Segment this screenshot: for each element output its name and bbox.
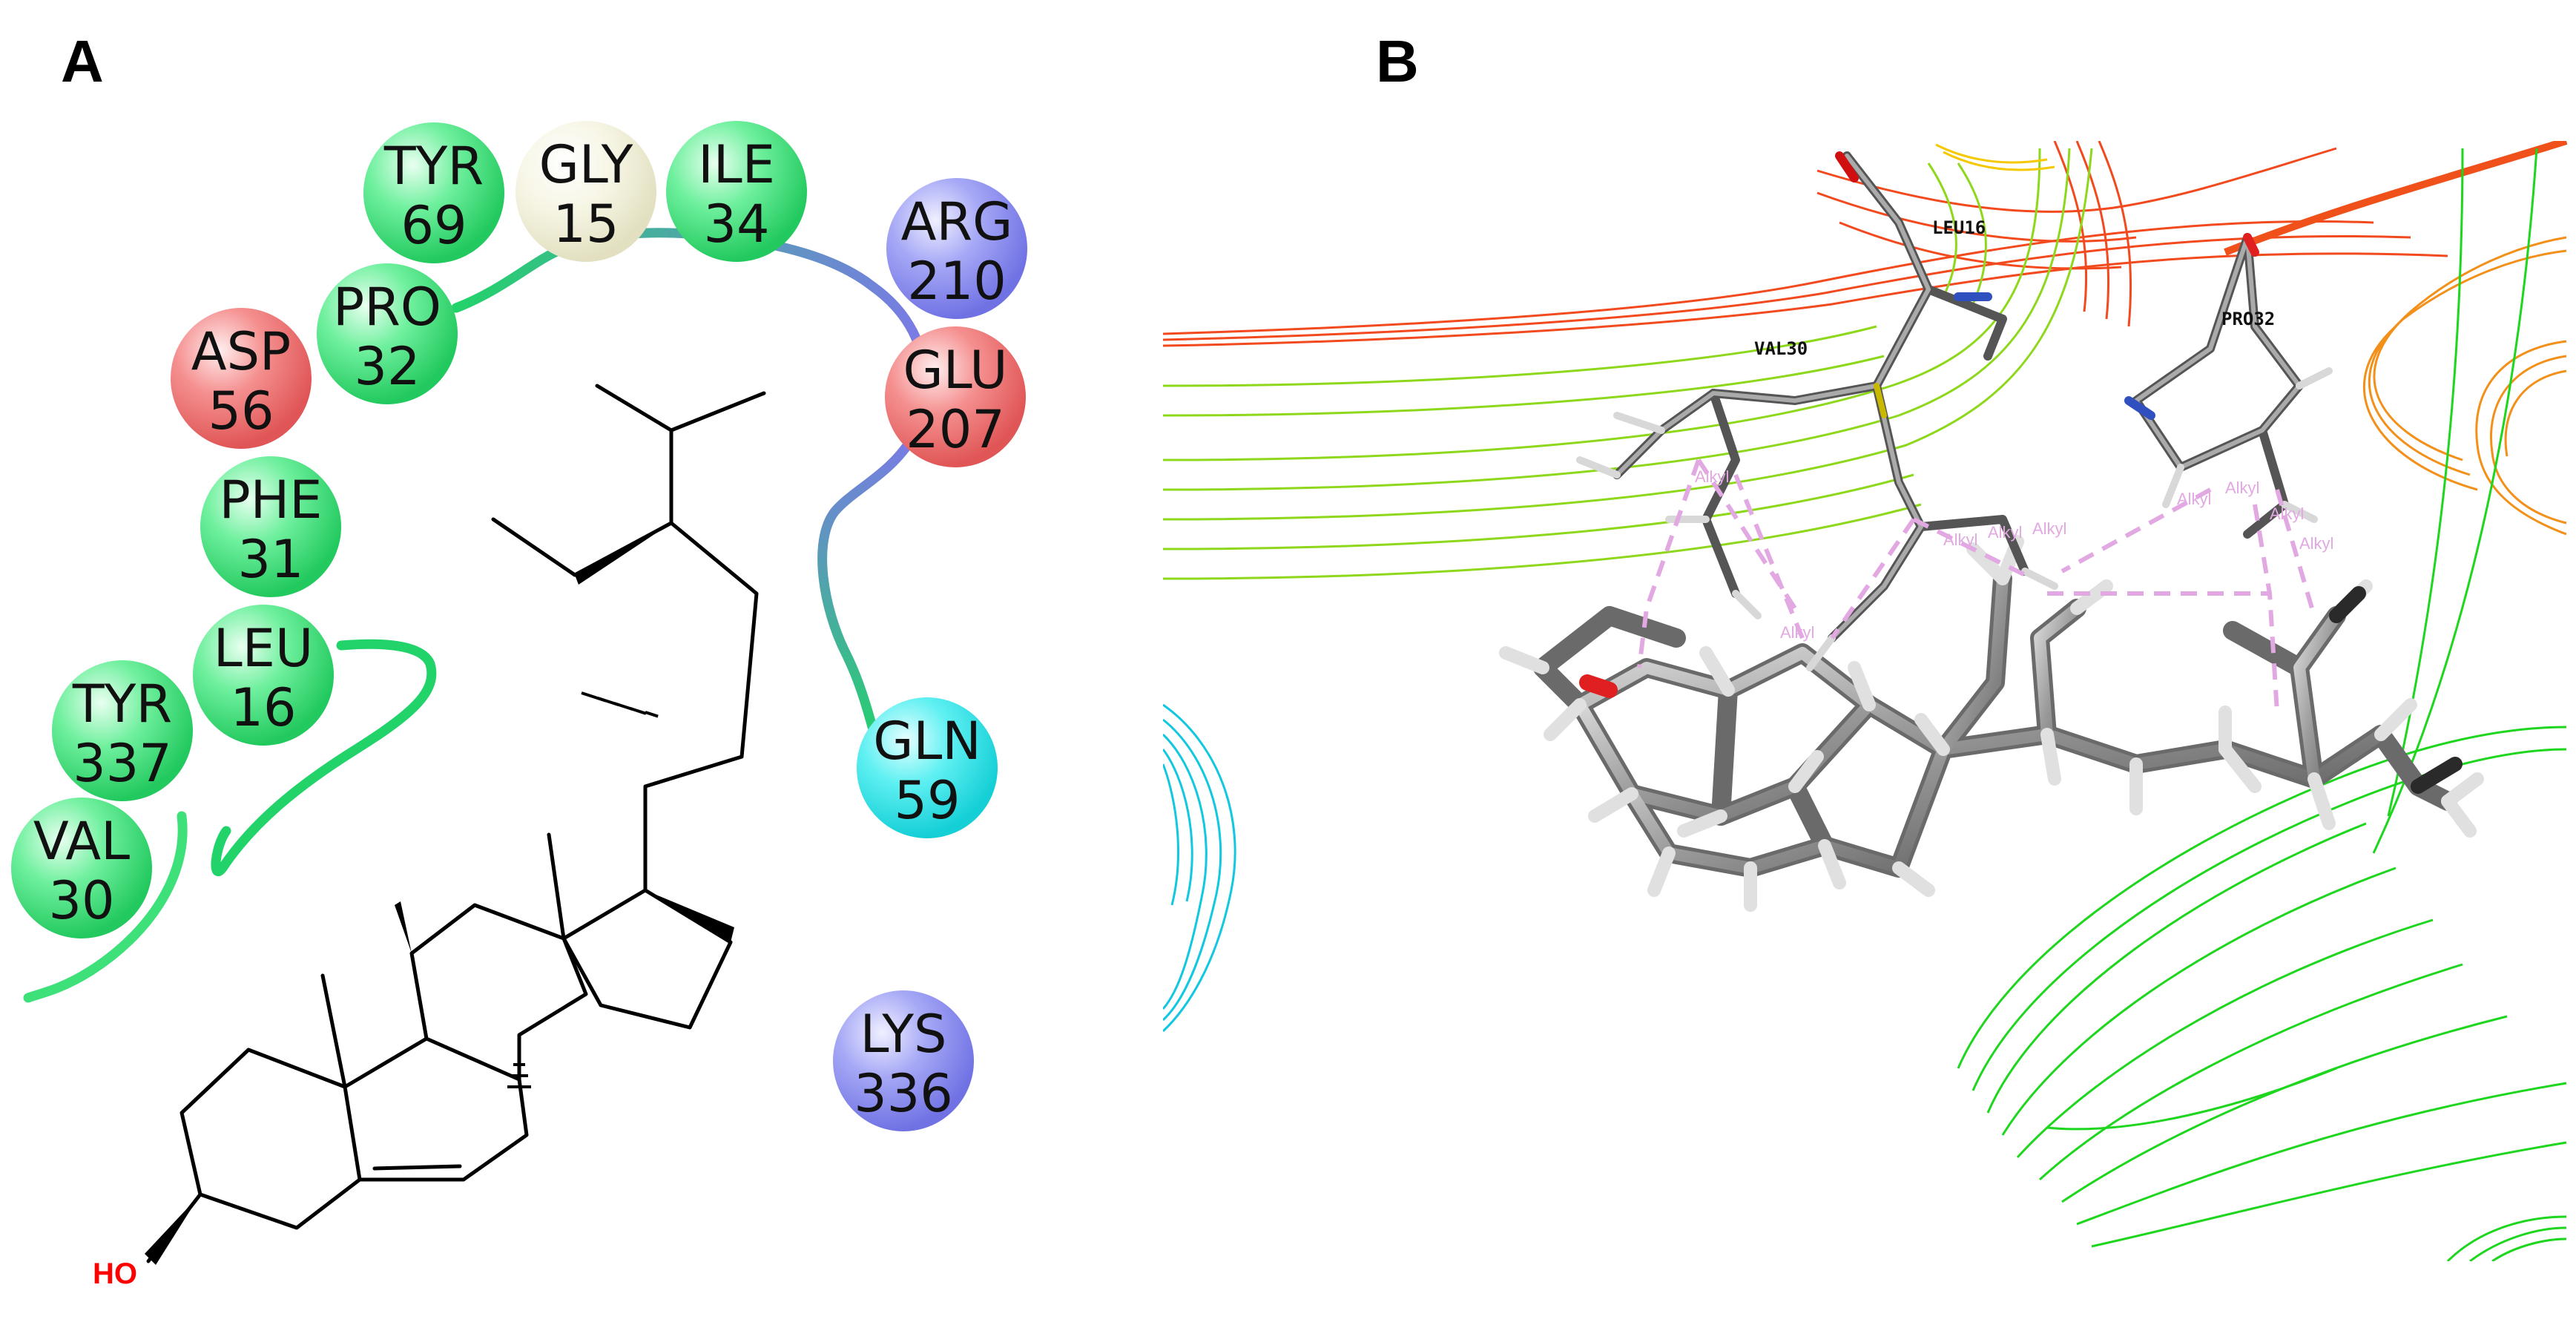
residue-number: 31 [237, 529, 303, 590]
residue-circle [857, 697, 998, 838]
alkyl-interactions [1637, 458, 2316, 713]
residue-name: TYR [383, 136, 484, 197]
residue-number: 210 [907, 251, 1007, 312]
residue-name: PRO [333, 277, 441, 338]
alkyl-label: Alkyl [1943, 530, 1977, 549]
panel-b: B [1163, 28, 2567, 1261]
alkyl-label: Alkyl [2225, 479, 2259, 497]
ho-label: HO [93, 1257, 137, 1290]
residue-number: 30 [48, 870, 114, 931]
pocket-curve-right [817, 433, 918, 754]
residue-name: ARG [901, 191, 1013, 252]
hydroxyl-oxygen [1579, 674, 1618, 698]
residue-circle [11, 798, 152, 938]
stereo-wedges [145, 523, 734, 1265]
residue-pro32: PRO32 [317, 263, 458, 404]
pocket-outline [23, 228, 929, 1003]
protein-sticks [1576, 151, 2333, 671]
residue-circle [193, 605, 334, 746]
residue-val30: VAL30 [11, 798, 152, 938]
residue-number: 337 [73, 733, 172, 794]
residue-number: 59 [894, 770, 960, 831]
residue-circle [171, 308, 312, 449]
alkyl-label: Alkyl [2270, 504, 2304, 523]
residue-name: GLY [539, 134, 633, 195]
residue-circle [886, 178, 1027, 319]
residue-number: 336 [854, 1063, 953, 1124]
residue-name: GLU [903, 340, 1008, 401]
residue-name: GLN [873, 711, 981, 772]
pocket-curve-top [451, 228, 929, 391]
label-leu16: LEU16 [1932, 217, 1986, 238]
alkyl-label: Alkyl [2177, 490, 2211, 508]
residue-name: ILE [698, 134, 775, 195]
pocket-curve-bottom-left [23, 811, 188, 1003]
pocket-curve-left [211, 639, 437, 877]
stereo-hash [507, 691, 659, 1088]
contour-green [1957, 148, 2567, 1261]
residue-circle [885, 326, 1026, 467]
residue-circle [52, 660, 193, 801]
contour-red [1163, 141, 2448, 347]
alkyl-label: Alkyl [2032, 519, 2066, 538]
residue-number: 16 [230, 677, 296, 738]
residue-number: 15 [553, 194, 619, 254]
residue-leu16: LEU16 [193, 605, 334, 746]
panel-b-letter: B [1376, 28, 1419, 94]
residue-name: PHE [219, 470, 322, 530]
residue-number: 207 [906, 399, 1005, 460]
contour-cyan [1163, 703, 1236, 1033]
residue-number: 32 [354, 336, 420, 397]
residue-circle [666, 121, 807, 262]
panel-a-letter: A [61, 28, 104, 94]
alkyl-label: Alkyl [2299, 534, 2333, 553]
residue-name: VAL [33, 811, 130, 872]
contour-orange [2363, 236, 2567, 536]
contour-yellow [1935, 143, 2055, 171]
panel-a: A [11, 28, 1027, 1290]
surface-contours: AlkylAlkylAlkylAlkylAlkylAlkylAlkylAlkyl… [1163, 141, 2567, 1261]
contour-red-thick [2224, 141, 2567, 256]
residue-name: TYR [72, 674, 172, 734]
residue-circle [833, 990, 974, 1131]
residue-name: ASP [191, 321, 291, 382]
residue-circle [363, 122, 504, 263]
ligand-sticks [1499, 535, 2484, 912]
alkyl-label: Alkyl [1988, 523, 2022, 542]
residue-number: 34 [703, 194, 769, 254]
residue-name: LYS [860, 1004, 947, 1065]
alkyl-label: Alkyl [1695, 467, 1729, 486]
label-val30: VAL30 [1754, 338, 1808, 359]
residue-number: 56 [208, 381, 274, 441]
residue-number: 69 [401, 195, 467, 256]
label-pro32: PRO32 [2221, 309, 2275, 329]
residue-circle [200, 456, 341, 597]
alkyl-label: Alkyl [1780, 623, 1814, 642]
residue-circle [317, 263, 458, 404]
residue-name: LEU [214, 618, 313, 679]
residue-circle [515, 121, 656, 262]
contour-yellowgreen [1163, 148, 2093, 580]
